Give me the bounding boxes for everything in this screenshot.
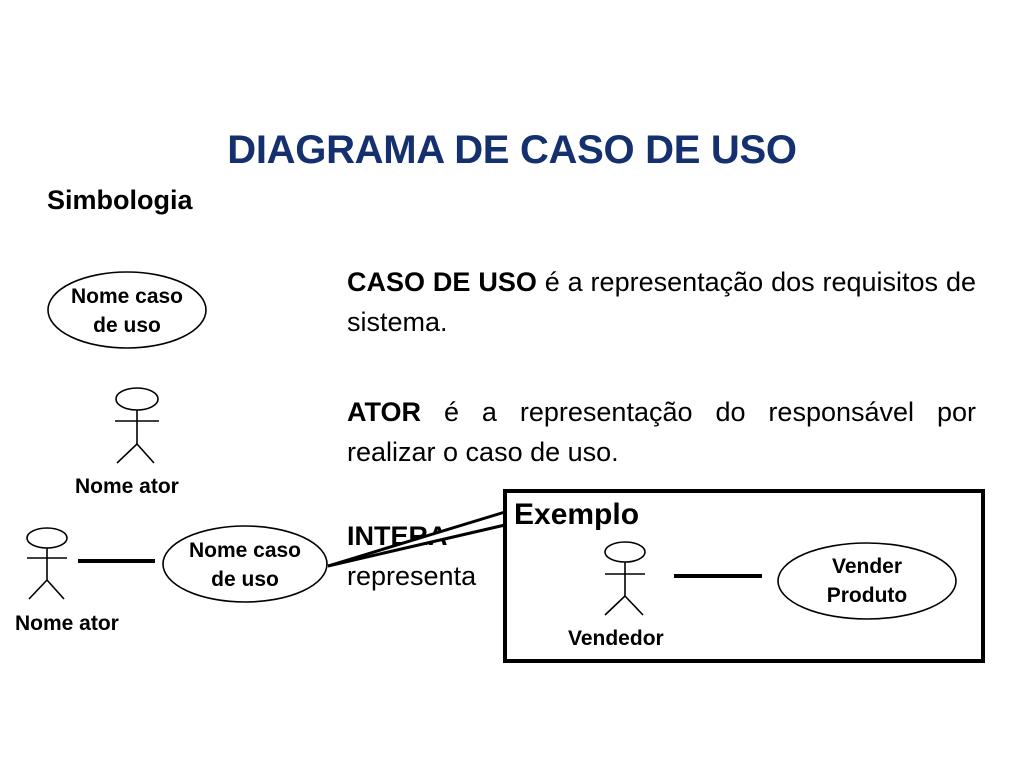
interaction-use-case-line2: de uso (211, 568, 279, 591)
interaction-actor-icon (26, 527, 68, 600)
definition-use-case-term: CASO DE USO (347, 267, 537, 297)
use-case-ellipse (47, 271, 207, 349)
slide-title: DIAGRAMA DE CASO DE USO (227, 128, 797, 172)
actor-figure-icon (115, 387, 159, 464)
example-title: Exemplo (514, 498, 640, 531)
definition-actor: ATOR é a representação do responsável po… (347, 392, 976, 472)
use-case-label: Nome caso de uso (48, 282, 206, 340)
section-subtitle: Simbologia (47, 185, 193, 215)
interaction-use-case-ellipse (162, 525, 328, 603)
sell-product-label: Vender Produto (778, 552, 956, 610)
definition-actor-term: ATOR (347, 397, 421, 427)
interaction-actor-label: Nome ator (15, 612, 119, 635)
seller-actor-label: Vendedor (568, 627, 664, 650)
definition-use-case: CASO DE USO é a representação dos requis… (347, 262, 976, 342)
sell-product-label-line2: Produto (826, 584, 908, 607)
definition-interaction-text: representa (347, 561, 477, 591)
definition-use-case-text: é a representação dos requisitos de sist… (347, 267, 976, 337)
actor-label: Nome ator (75, 475, 179, 498)
definition-interaction-term: INTERA (347, 521, 448, 551)
use-case-label-line2: de uso (93, 314, 161, 337)
sell-product-label-line1: Vender (831, 555, 903, 578)
definition-interaction: INTERA representa (347, 516, 476, 596)
use-case-label-line1: Nome caso (70, 285, 184, 308)
interaction-use-case-line1: Nome caso (188, 539, 302, 562)
definition-actor-text: é a representação do responsável por rea… (347, 397, 976, 467)
interaction-use-case-label: Nome caso de uso (163, 536, 327, 594)
